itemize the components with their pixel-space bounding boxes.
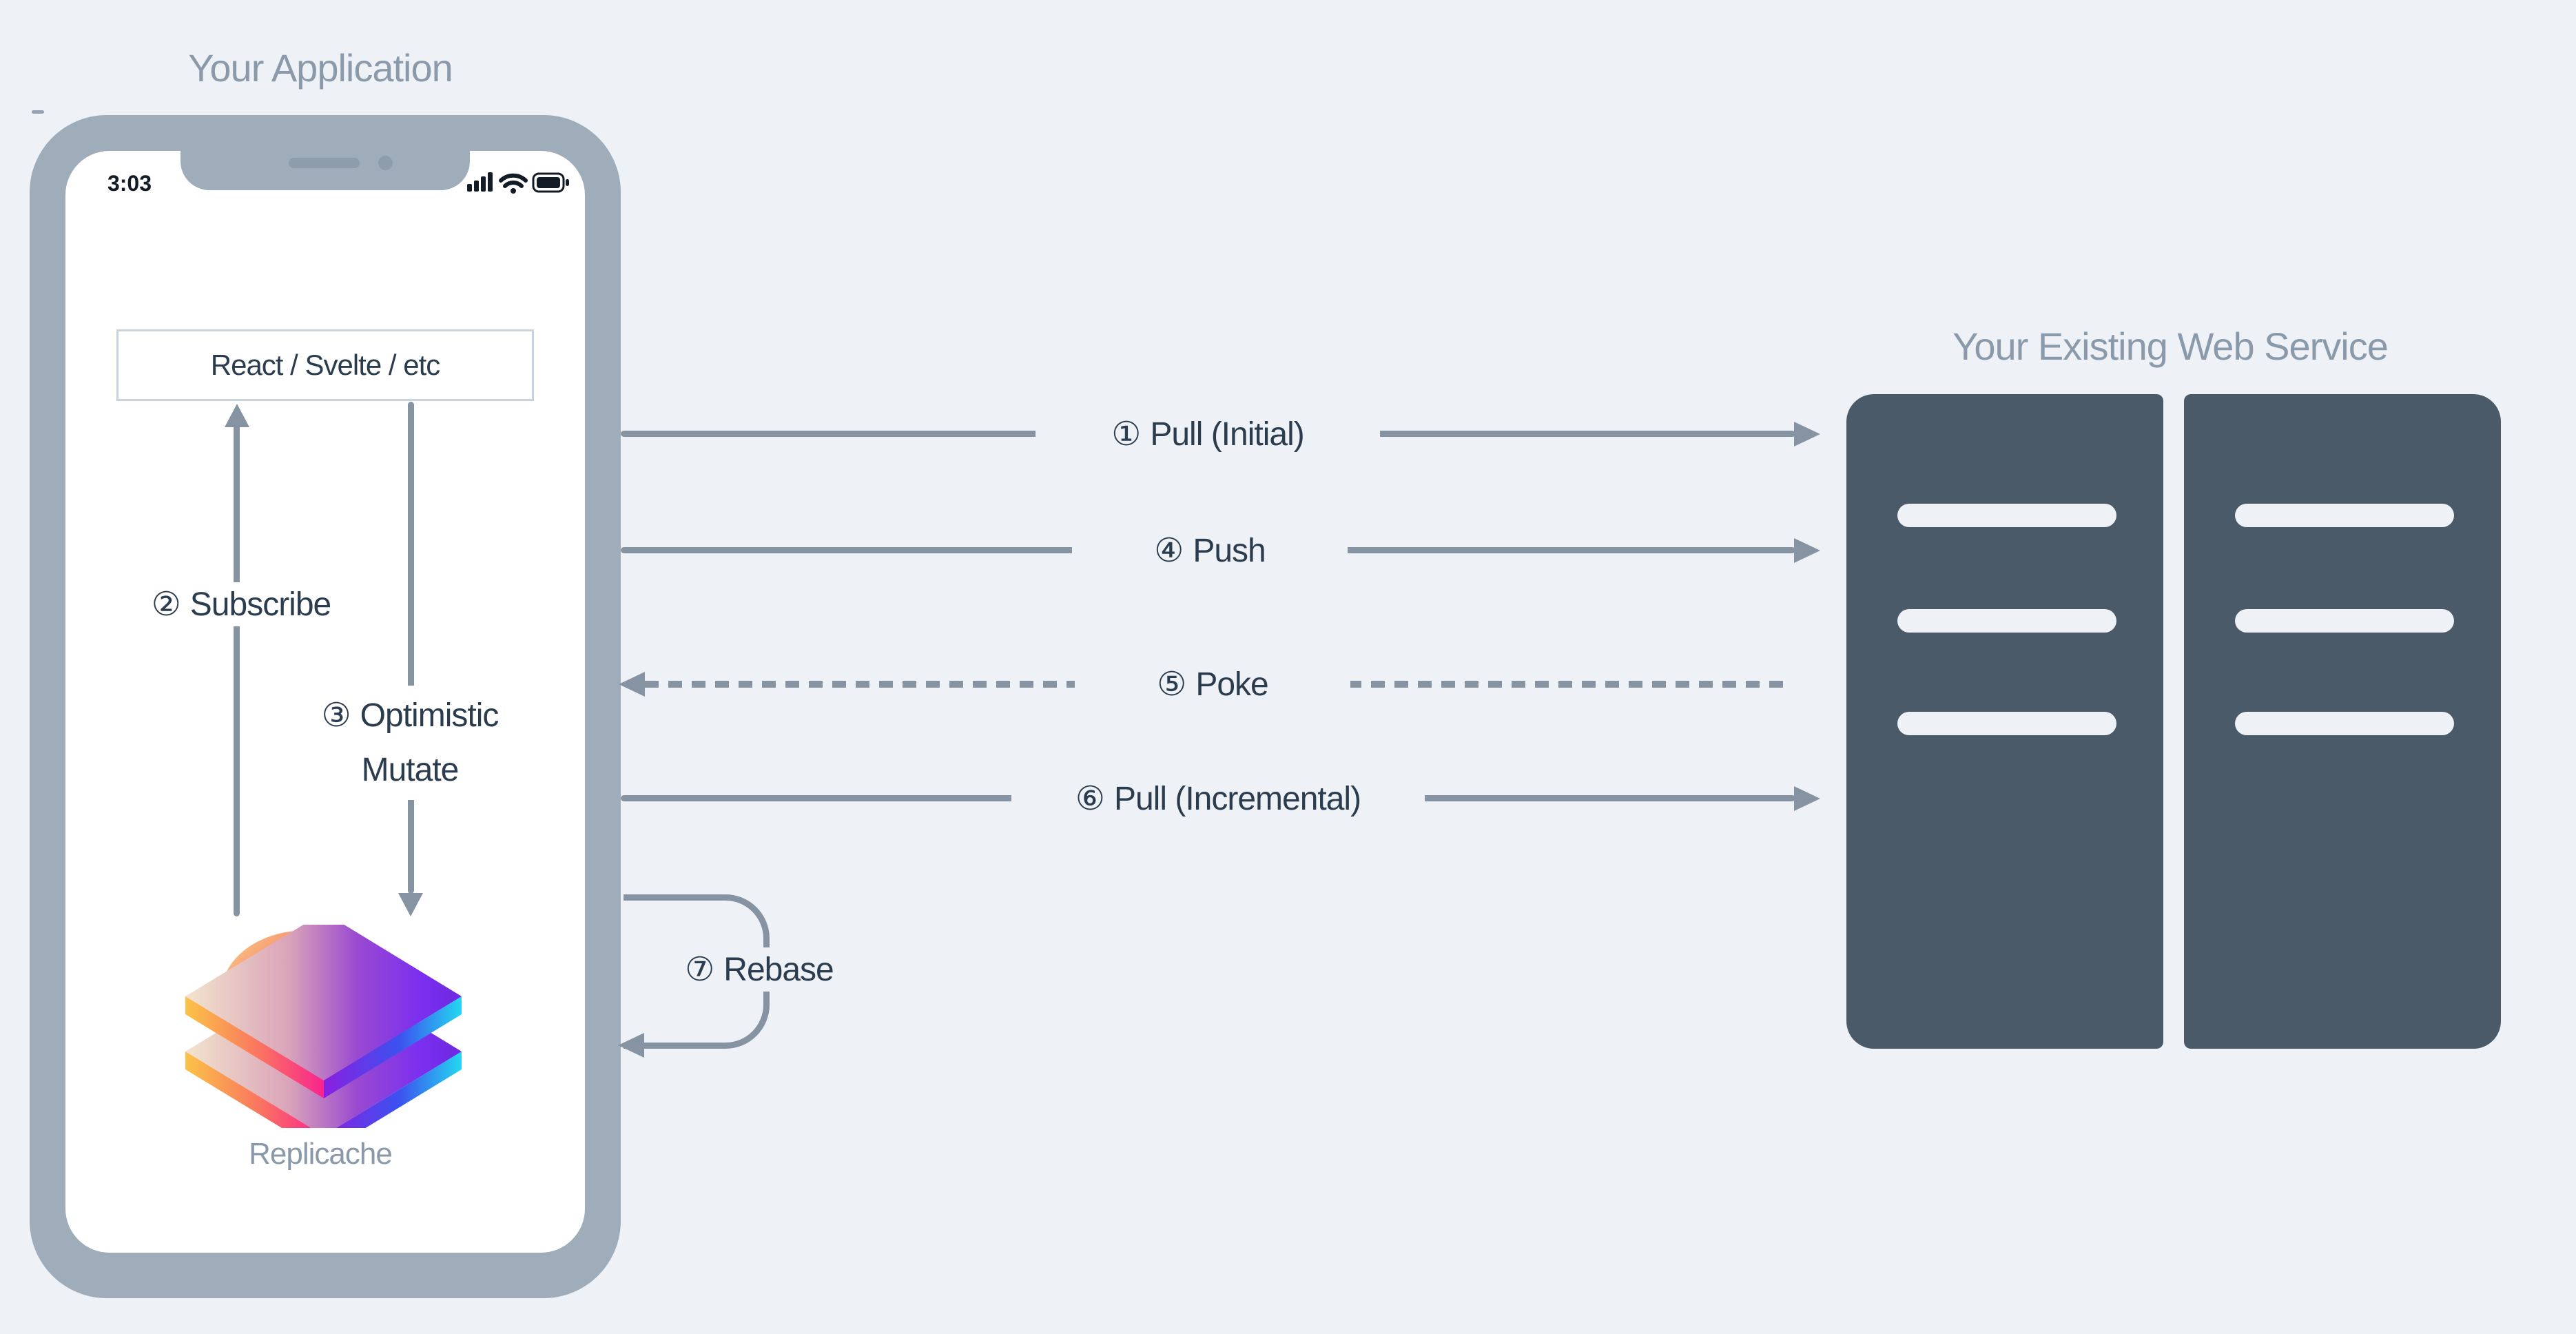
server-slot-line [2235, 504, 2454, 527]
status-icons [467, 172, 569, 194]
pull-initial-arrowhead-icon [1794, 422, 1820, 447]
flow-number: ⑥ [1075, 781, 1105, 817]
flow-text: Pull (Initial) [1150, 416, 1304, 453]
flow-text: Subscribe [189, 586, 331, 623]
flow-number: ③ [321, 697, 351, 734]
pull-incremental-arrowhead-icon [1794, 786, 1820, 811]
service-title: Your Existing Web Service [1952, 325, 2389, 368]
flow-text: Rebase [723, 952, 834, 988]
server-rack [2184, 394, 2501, 1049]
server-slot-line [1897, 609, 2116, 633]
application-title: Your Application [188, 46, 453, 90]
status-time: 3:03 [107, 171, 152, 196]
phone-notch [181, 115, 470, 190]
flow-text: Push [1193, 533, 1266, 569]
flow-number: ⑦ [685, 952, 714, 988]
flow-text: Optimistic Mutate [360, 697, 499, 789]
flow-number: ① [1111, 416, 1141, 453]
battery-icon [532, 172, 569, 193]
poke-arrowhead-icon [619, 672, 645, 697]
camera-icon [378, 156, 393, 170]
replicache-logo [185, 925, 462, 1128]
framework-box: React / Svelte / etc [116, 329, 534, 401]
framework-box-label: React / Svelte / etc [210, 349, 440, 381]
rebase-arrowhead-icon [618, 1033, 644, 1058]
subscribe-line [234, 423, 240, 916]
speaker-icon [289, 158, 360, 168]
flow-text: Pull (Incremental) [1113, 781, 1361, 817]
push-arrowhead-icon [1794, 538, 1820, 563]
flow-number: ② [151, 586, 181, 623]
server-slot-line [1897, 504, 2116, 527]
optimistic-mutate-arrowhead-icon [398, 893, 423, 916]
flow-text: Poke [1195, 666, 1268, 703]
optimistic-mutate-line [408, 402, 414, 894]
server-slot-line [1897, 712, 2116, 735]
server-slot-line [2235, 712, 2454, 735]
replicache-caption: Replicache [249, 1137, 393, 1171]
wifi-icon [499, 173, 528, 194]
signal-icon [467, 172, 493, 192]
flow-number: ⑤ [1157, 666, 1186, 703]
flow-number: ④ [1154, 533, 1184, 569]
server-rack [1846, 394, 2163, 1049]
stray-dash [32, 110, 44, 114]
server-slot-line [2235, 609, 2454, 633]
